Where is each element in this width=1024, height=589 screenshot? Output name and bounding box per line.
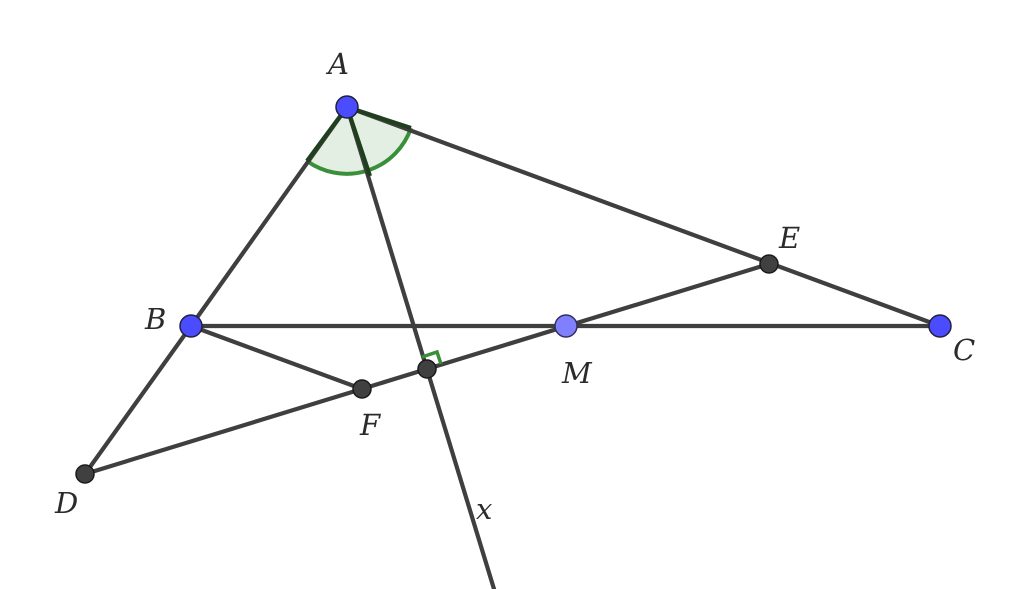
point-e[interactable]	[759, 254, 779, 274]
point-h[interactable]	[417, 359, 437, 379]
label-d: D	[54, 486, 78, 520]
label-a: A	[325, 47, 349, 81]
segment-ac[interactable]	[344, 104, 943, 329]
ray-ax[interactable]	[344, 104, 497, 589]
point-f[interactable]	[352, 379, 372, 399]
point-c[interactable]	[928, 314, 952, 338]
label-e: E	[778, 221, 800, 255]
label-ray-x: x	[476, 492, 492, 526]
segment-bf[interactable]	[188, 323, 365, 392]
segment-bd[interactable]	[82, 323, 194, 477]
label-f: F	[359, 408, 381, 442]
point-a[interactable]	[335, 95, 359, 119]
angle-bisector-accent	[345, 106, 372, 177]
point-b[interactable]	[179, 314, 203, 338]
right-angle-marker	[421, 349, 443, 365]
label-m: M	[561, 356, 593, 390]
point-d[interactable]	[75, 464, 95, 484]
label-b: B	[144, 302, 166, 336]
label-c: C	[953, 333, 975, 367]
point-m[interactable]	[554, 314, 578, 338]
